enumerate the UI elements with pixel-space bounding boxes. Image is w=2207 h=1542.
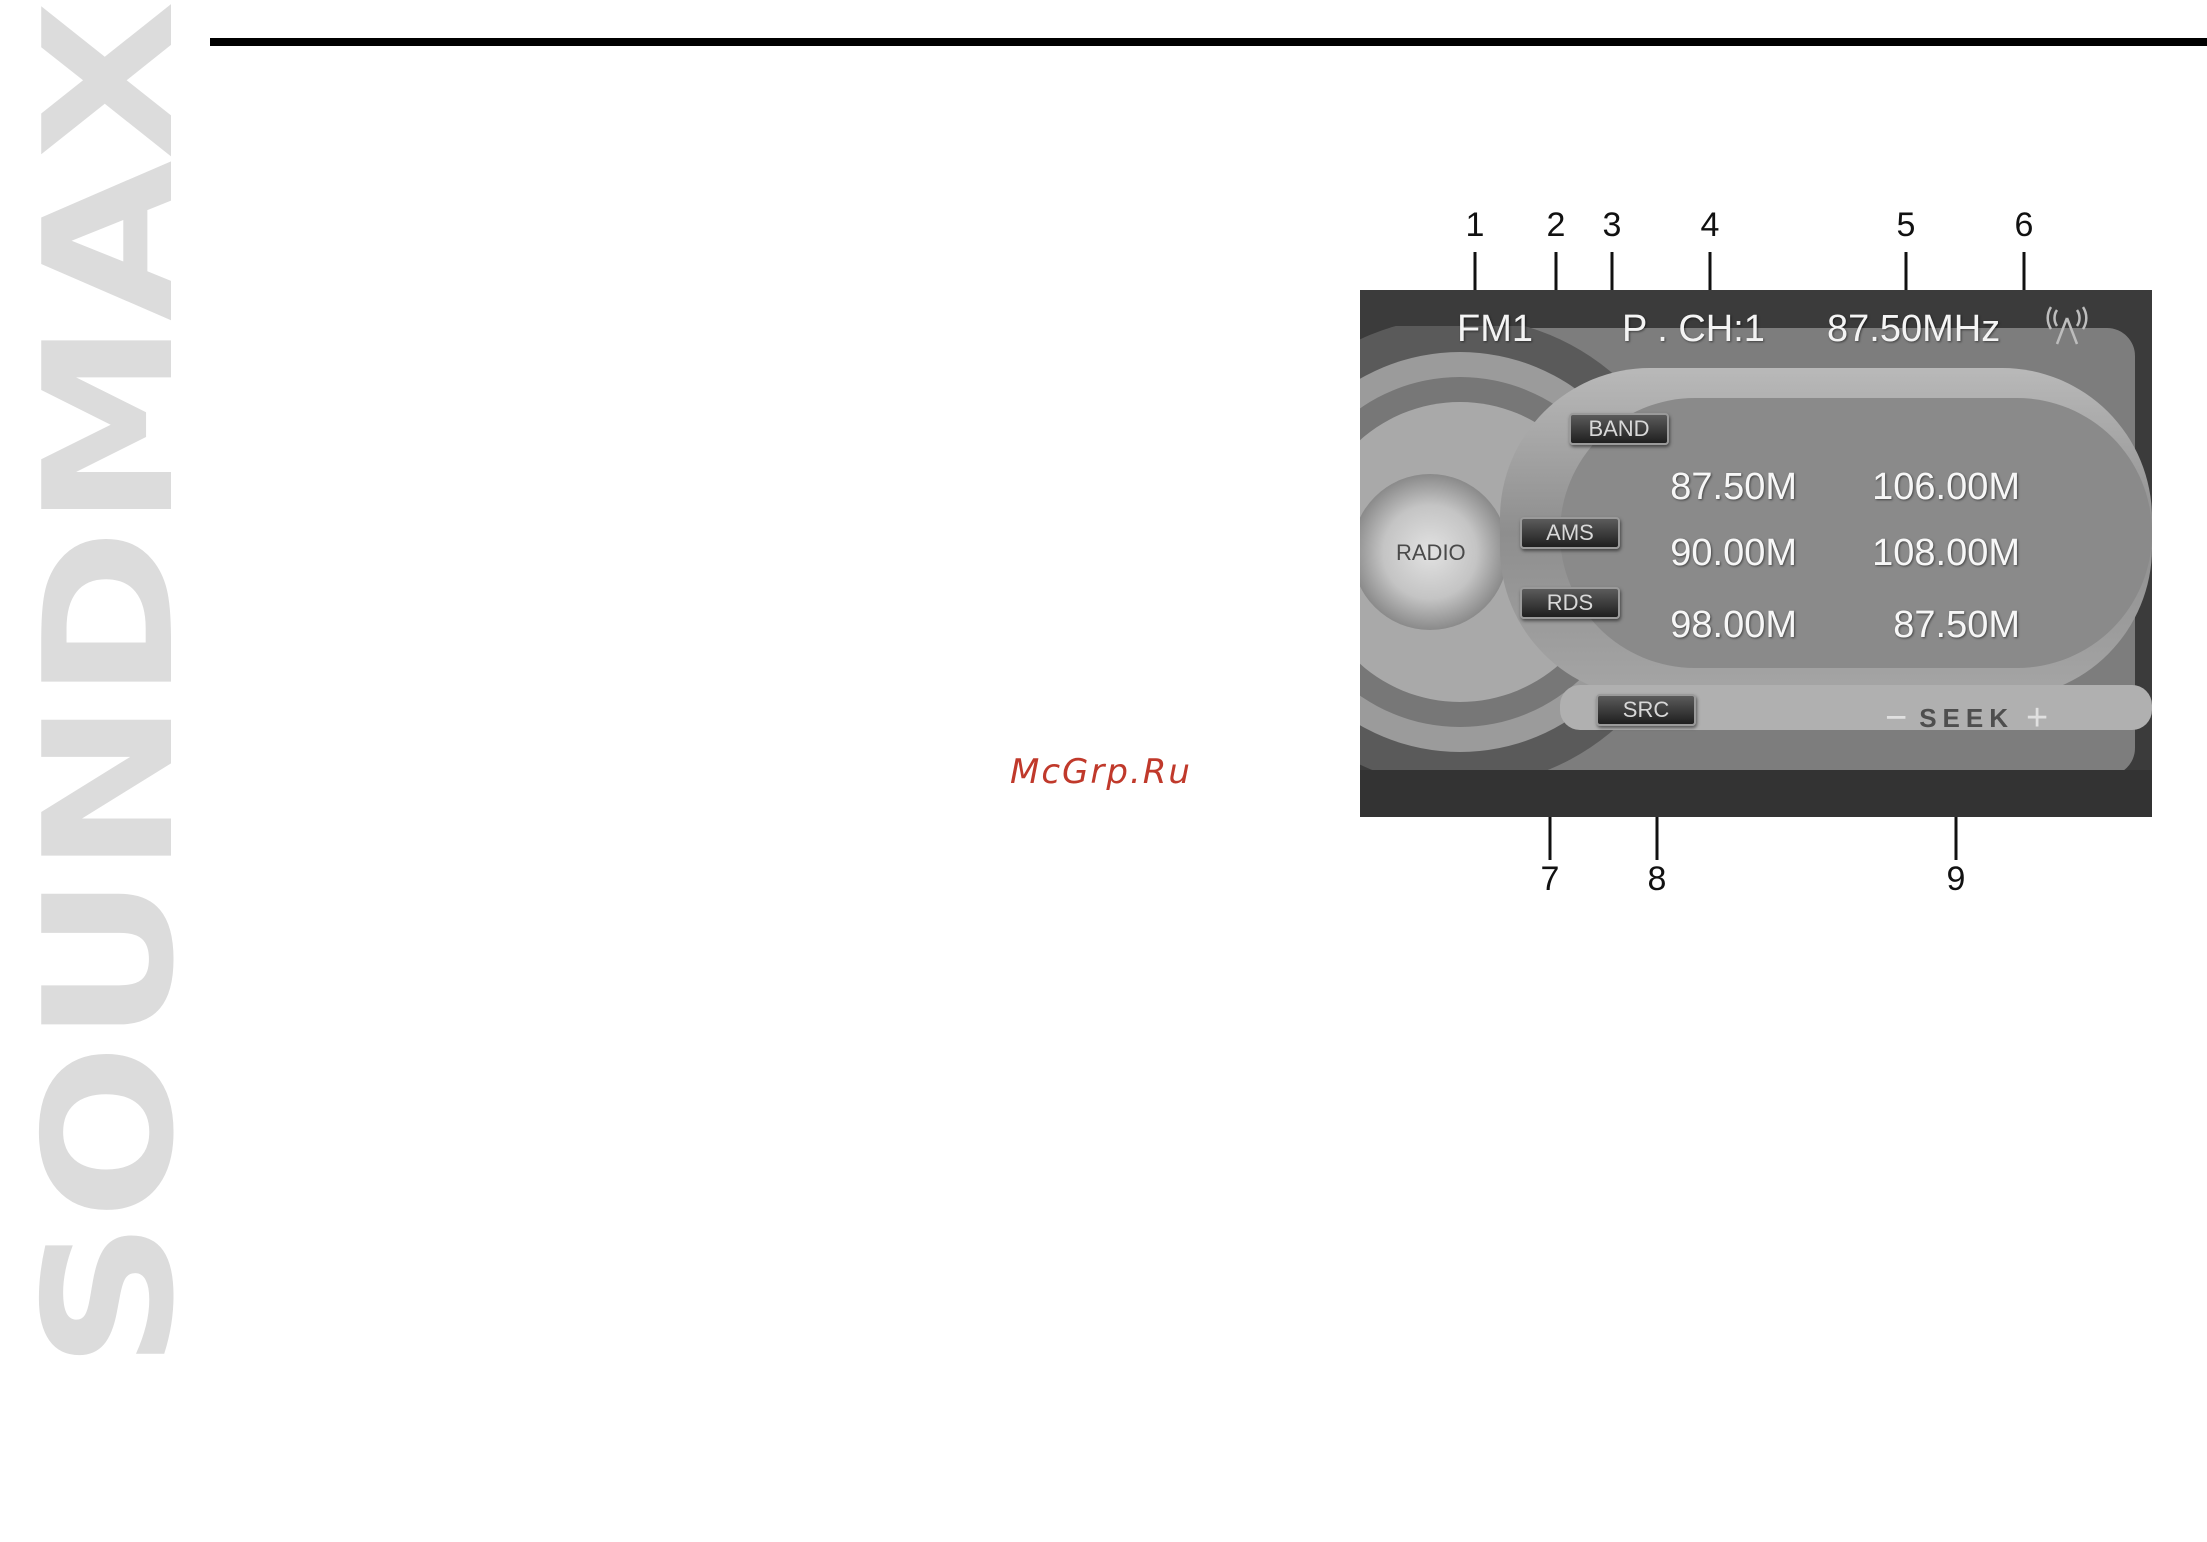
src-button[interactable]: SRC xyxy=(1596,694,1696,726)
preset-frequency[interactable]: 87.50M xyxy=(1637,466,1797,509)
ams-button[interactable]: AMS xyxy=(1520,517,1620,549)
watermark: McGrp.Ru xyxy=(1010,752,1192,792)
preset-frequency[interactable]: 90.00M xyxy=(1637,532,1797,575)
callout-5: 5 xyxy=(1886,206,1926,245)
preset-frequency[interactable]: 108.00M xyxy=(1860,532,2020,575)
soundmax-vertical-logo: SOUNDMAX xyxy=(33,0,183,1370)
callout-3: 3 xyxy=(1592,206,1632,245)
seek-minus-button[interactable]: − xyxy=(1885,697,1907,739)
seek-plus-button[interactable]: + xyxy=(2026,697,2048,739)
rds-button[interactable]: RDS xyxy=(1520,587,1620,619)
radio-source-label: RADIO xyxy=(1396,540,1466,566)
preset-frequency[interactable]: 98.00M xyxy=(1637,604,1797,647)
seek-label: SEEK xyxy=(1919,703,2014,733)
callout-9: 9 xyxy=(1936,860,1976,899)
preset-channel-indicator: P . CH:1 xyxy=(1622,308,1765,351)
callout-8: 8 xyxy=(1637,860,1677,899)
preset-frequency[interactable]: 87.50M xyxy=(1860,604,2020,647)
callout-2: 2 xyxy=(1536,206,1576,245)
band-button[interactable]: BAND xyxy=(1569,413,1669,445)
preset-frequency[interactable]: 106.00M xyxy=(1860,466,2020,509)
seek-control: −SEEK + xyxy=(1885,697,2048,740)
callout-6: 6 xyxy=(2004,206,2044,245)
callout-7: 7 xyxy=(1530,860,1570,899)
top-rule xyxy=(210,38,2207,46)
soundmax-logo-text: SOUNDMAX xyxy=(33,0,183,1370)
callout-4: 4 xyxy=(1690,206,1730,245)
antenna-signal-icon xyxy=(2045,304,2089,348)
callout-1: 1 xyxy=(1455,206,1495,245)
current-frequency: 87.50MHz xyxy=(1827,308,2000,351)
radio-screen: FM1 P . CH:1 87.50MHz RADIO BAND AMS RDS… xyxy=(1360,290,2152,817)
band-indicator: FM1 xyxy=(1457,308,1533,351)
